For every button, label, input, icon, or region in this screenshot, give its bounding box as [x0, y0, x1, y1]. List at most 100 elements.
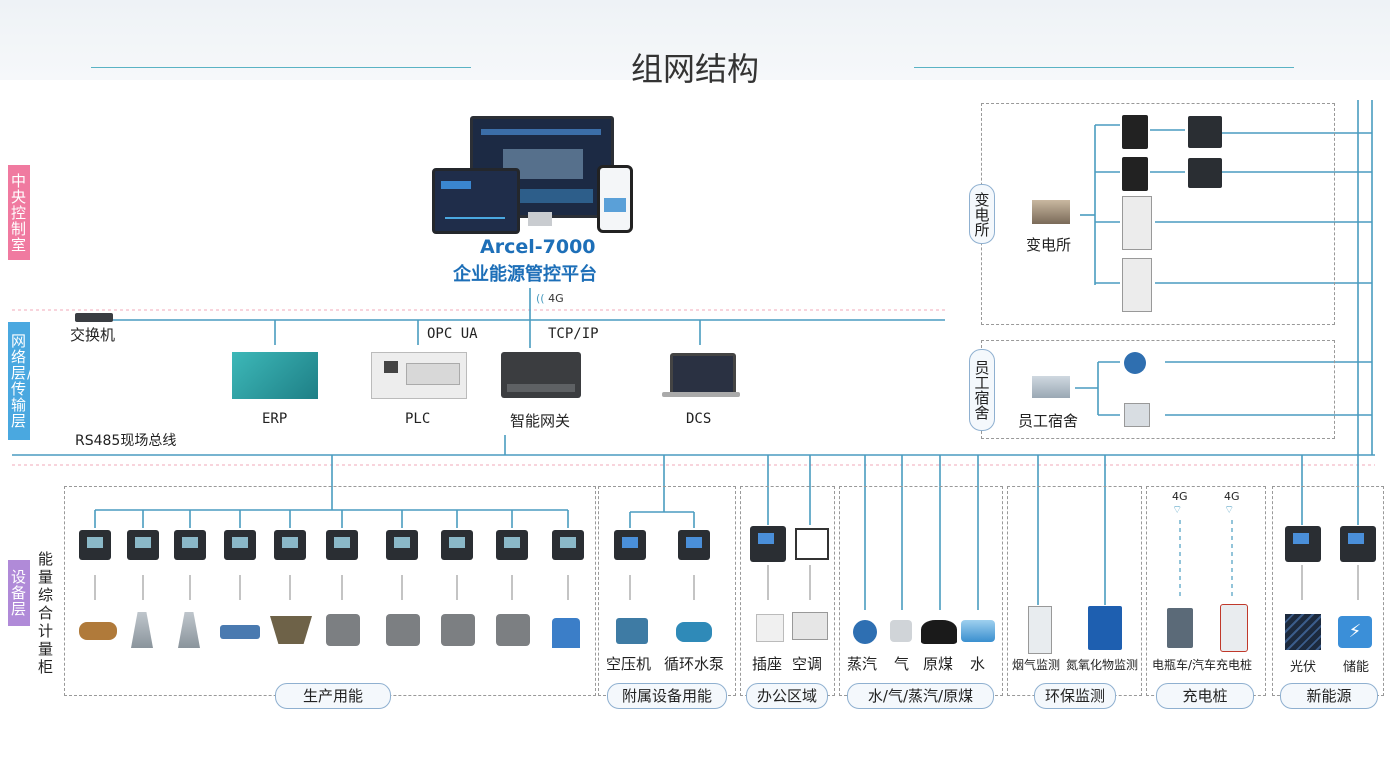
- battery-storage-icon: ⚡: [1338, 616, 1372, 648]
- water-icon: [961, 620, 995, 642]
- tablet-icon: [432, 168, 520, 234]
- group-box-production: [64, 486, 596, 696]
- energy-meter-aux-2: [678, 530, 710, 560]
- jaw-crusher-icon-2: [386, 614, 420, 646]
- plc-icon: [371, 352, 467, 399]
- nox-analyzer-icon: [1088, 606, 1122, 650]
- switchgear-cabinet-icon: [1122, 196, 1152, 250]
- ev-signal-1: 4G: [1172, 490, 1188, 503]
- group-pill-new-energy: 新能源: [1280, 683, 1378, 709]
- dust-collector-icon: [552, 618, 580, 648]
- energy-meter-2: [127, 530, 159, 560]
- solar-panel-icon: [1285, 614, 1321, 650]
- tcpip-label: TCP/IP: [548, 326, 599, 342]
- signal-icon: ((: [536, 292, 545, 305]
- energy-meter-6: [326, 530, 358, 560]
- switchgear-cabinet-icon-2: [1122, 258, 1152, 312]
- page-title: 组网结构: [630, 50, 759, 88]
- cone-crusher-icon: [131, 612, 153, 648]
- office-item-2: 空调: [792, 655, 823, 673]
- breaker-icon-2: [1122, 157, 1148, 191]
- aux-item-2: 循环水泵: [664, 655, 725, 673]
- protection-relay-icon-2: [1188, 158, 1222, 188]
- kiln-icon: [79, 622, 117, 640]
- dcs-label: DCS: [686, 411, 712, 427]
- platform-name: Arcel-7000: [480, 236, 596, 258]
- steam-flowmeter-icon: [853, 620, 877, 644]
- layer-network: 网络层/传输层: [8, 322, 34, 440]
- energy-meter-5: [274, 530, 306, 560]
- substation-tag-text: 变电所: [972, 191, 991, 237]
- energy-meter-3: [174, 530, 206, 560]
- gateway-icon: [501, 352, 581, 398]
- group-pill-office: 办公区域: [746, 683, 828, 709]
- air-compressor-icon: [616, 618, 648, 644]
- ebike-charger-icon: [1167, 608, 1193, 648]
- substation-tag: 变电所: [969, 184, 995, 244]
- pump-motor-icon: [220, 625, 260, 639]
- dormitory-tag: 员工宿舍: [969, 349, 995, 431]
- ev-signal-1-text: 4G: [1172, 490, 1188, 503]
- header-band: [0, 0, 1390, 80]
- dormitory-photo-icon: [1032, 376, 1070, 398]
- layer-device-label: 设备层: [11, 568, 28, 618]
- opcua-label: OPC UA: [427, 326, 478, 342]
- layer-network-label: 网络层/传输层: [11, 332, 34, 430]
- erp-label: ERP: [262, 411, 288, 427]
- energy-meter-1: [79, 530, 111, 560]
- group-pill-charging: 充电桩: [1156, 683, 1254, 709]
- breaker-icon: [1122, 115, 1148, 149]
- jaw-crusher-icon-3: [441, 614, 475, 646]
- new-energy-item-2: 储能: [1343, 660, 1370, 675]
- energy-meter-aux-1: [614, 530, 646, 560]
- env-item-2: 氮氧化物监测: [1066, 658, 1139, 672]
- feeder-icon: [270, 616, 312, 644]
- group-pill-environment: 环保监测: [1034, 683, 1116, 709]
- utility-item-3: 原煤: [923, 655, 954, 673]
- gas-meter-icon: [890, 620, 912, 642]
- title-rule-left: [91, 67, 471, 68]
- dormitory-tag-text: 员工宿舍: [972, 360, 991, 420]
- cone-crusher-icon-2: [178, 612, 200, 648]
- ev-charger-icon: [1220, 604, 1248, 652]
- electricity-meter-icon: [1124, 403, 1150, 427]
- protection-relay-icon: [1188, 116, 1222, 148]
- group-pill-auxiliary: 附属设备用能: [607, 683, 727, 709]
- monitor-stand-icon: [528, 212, 552, 226]
- wifi-icon-2: ⌔: [1224, 503, 1235, 516]
- utility-item-2: 气: [894, 655, 910, 673]
- layer-central-label: 中央控制室: [11, 171, 28, 254]
- rs485-label: RS485现场总线: [75, 433, 177, 449]
- utility-item-4: 水: [970, 655, 986, 673]
- energy-meter-8: [441, 530, 473, 560]
- office-item-1: 插座: [752, 655, 783, 673]
- energy-meter-7: [386, 530, 418, 560]
- signal-4g-text: 4G: [548, 292, 564, 305]
- plc-label: PLC: [405, 411, 431, 427]
- dcs-laptop-base: [662, 392, 740, 397]
- flue-gas-analyzer-icon: [1028, 606, 1052, 654]
- coal-icon: [921, 620, 957, 644]
- aux-item-1: 空压机: [606, 655, 652, 673]
- layer-central: 中央控制室: [8, 165, 30, 260]
- layer-device: 设备层: [8, 560, 30, 626]
- socket-icon: [756, 614, 784, 642]
- env-item-1: 烟气监测: [1012, 658, 1061, 672]
- phone-icon: [597, 165, 633, 233]
- dormitory-label: 员工宿舍: [1018, 412, 1079, 430]
- cabinet-label: 能量综合计量柜: [38, 550, 54, 676]
- new-energy-item-1: 光伏: [1290, 660, 1317, 675]
- ev-signal-2: 4G: [1224, 490, 1240, 503]
- energy-meter-office: [750, 526, 786, 562]
- dcs-laptop-icon: [670, 353, 736, 395]
- water-meter-icon: [1124, 352, 1146, 374]
- utility-item-1: 蒸汽: [847, 655, 878, 673]
- ev-item-1: 电瓶车/汽车充电桩: [1152, 658, 1253, 672]
- substation-photo-icon: [1032, 200, 1070, 224]
- energy-meter-pv: [1285, 526, 1321, 562]
- title-rule-right: [914, 67, 1294, 68]
- ev-signal-2-text: 4G: [1224, 490, 1240, 503]
- circulating-pump-icon: [676, 622, 712, 642]
- energy-meter-4: [224, 530, 256, 560]
